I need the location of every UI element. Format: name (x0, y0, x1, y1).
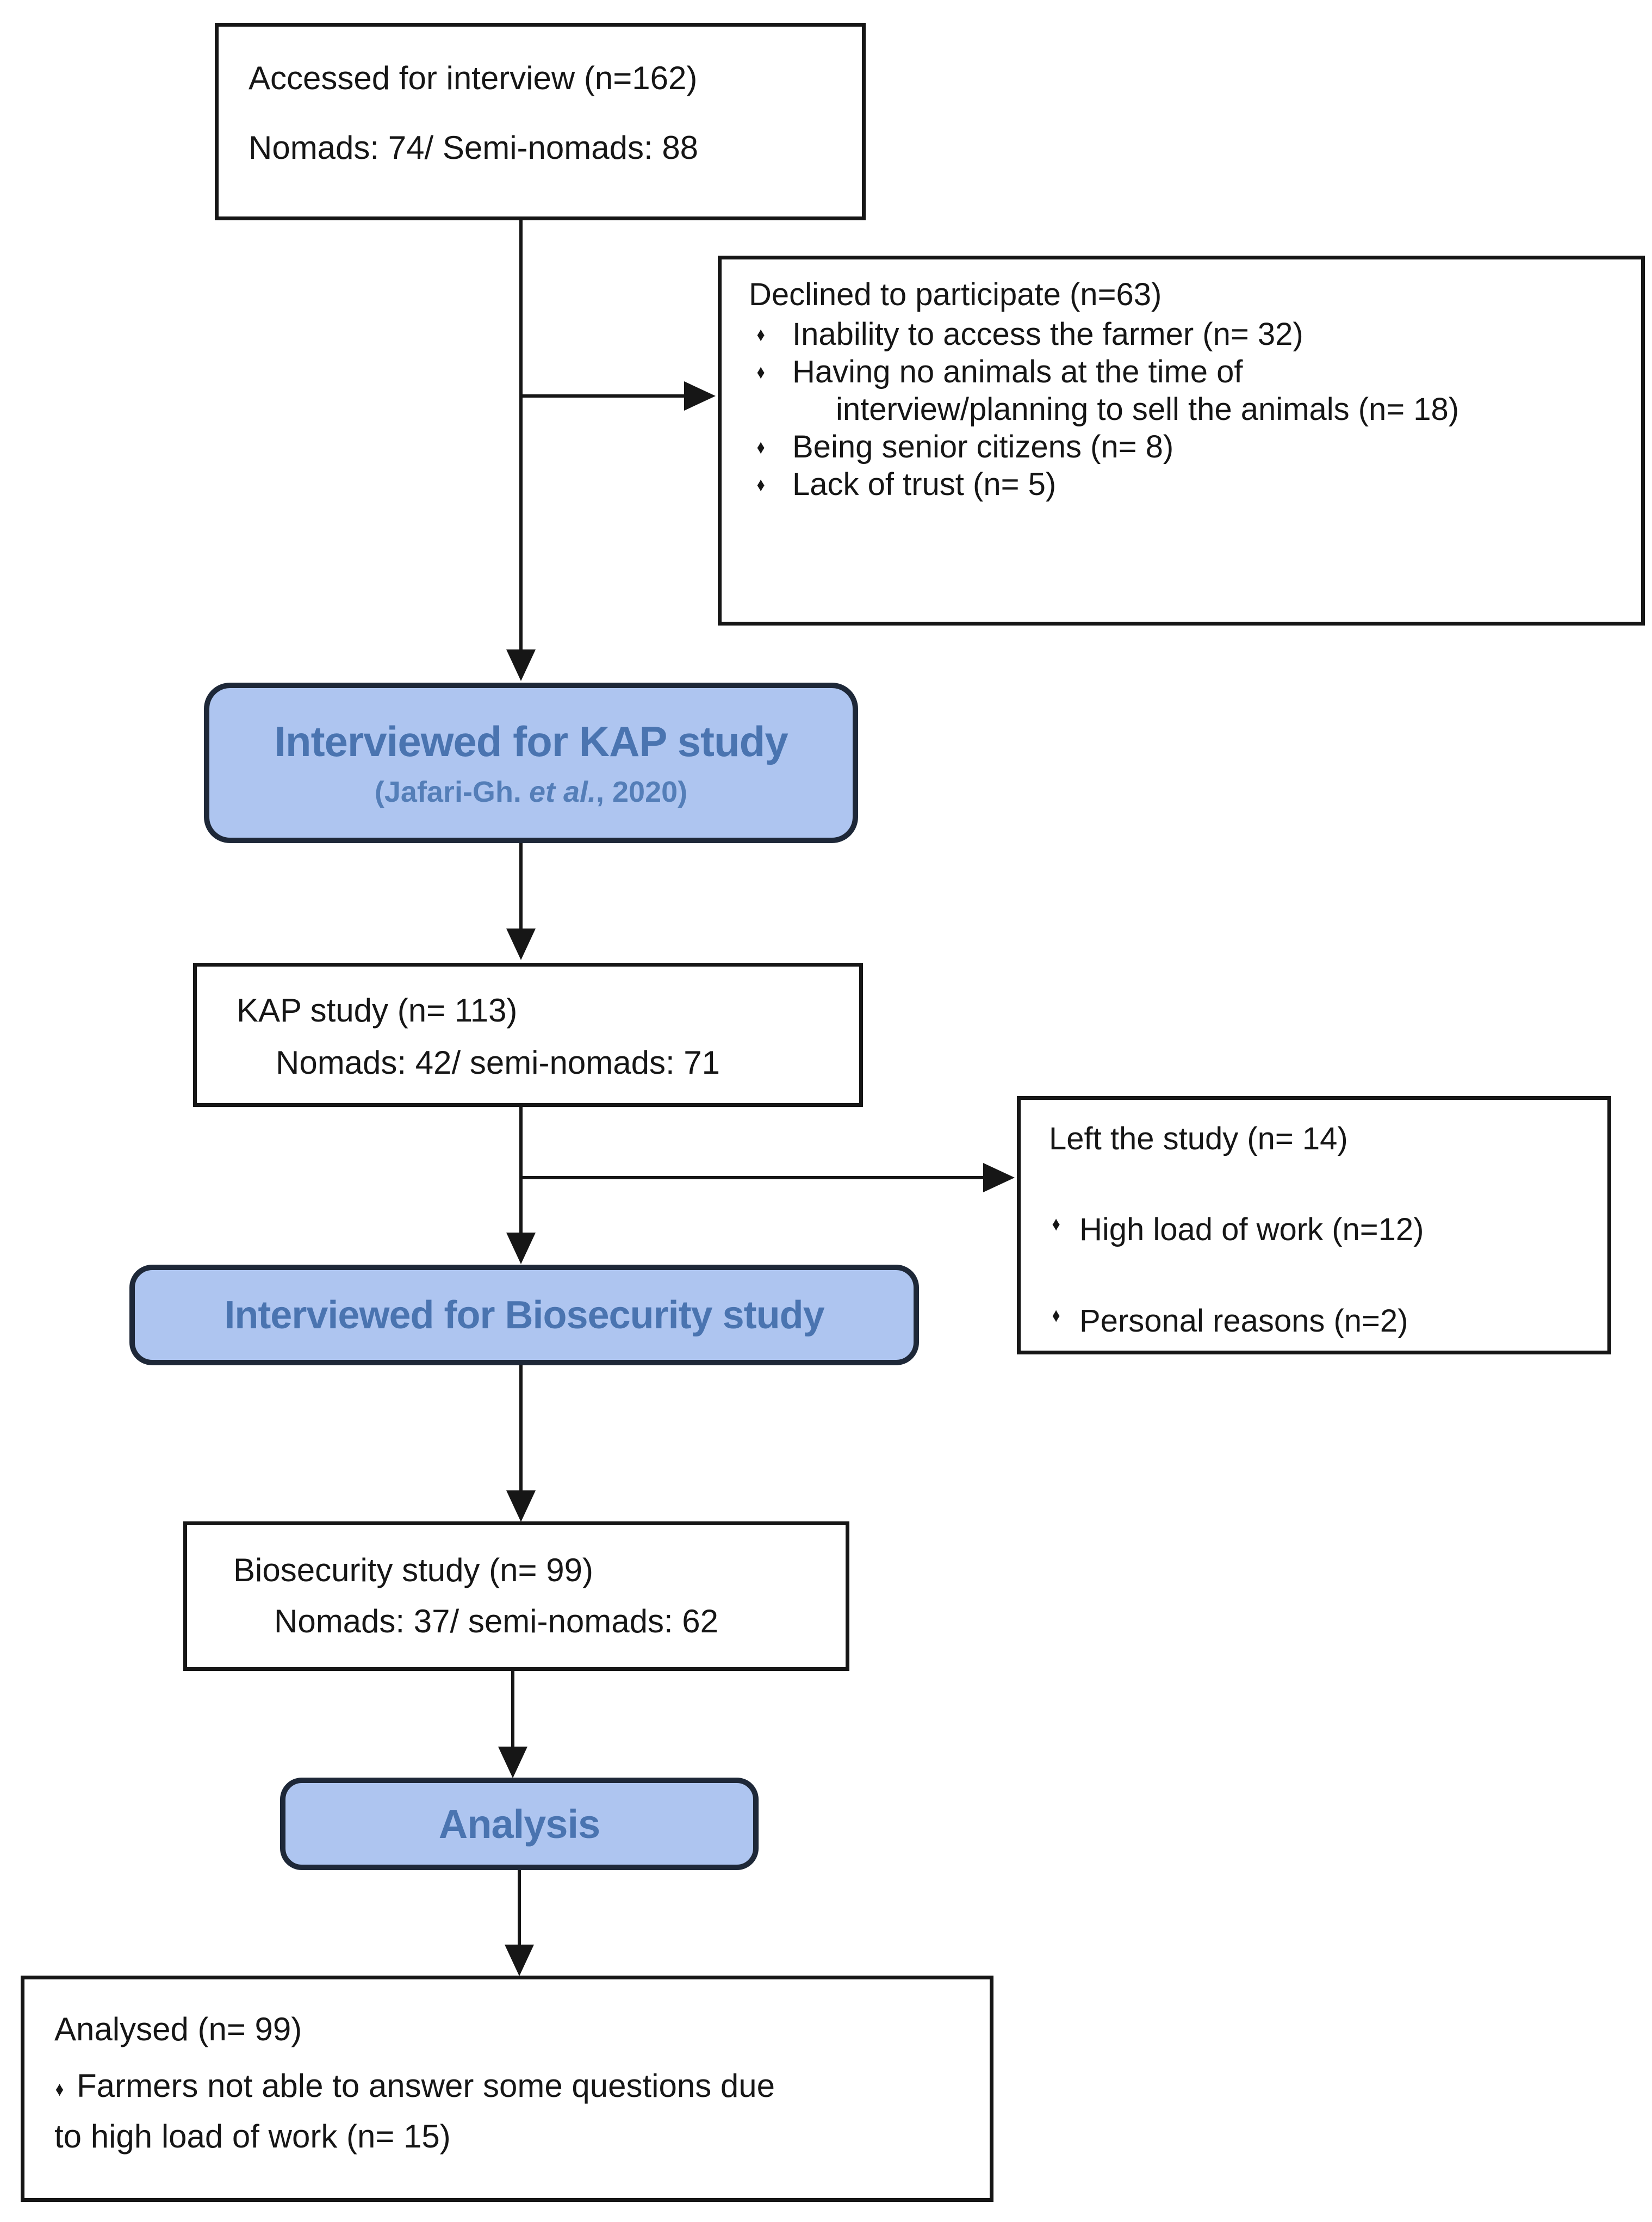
flow-node-kap-study: KAP study (n= 113) Nomads: 42/ semi-noma… (193, 963, 863, 1107)
list-item: ♦ Lack of trust (n= 5) (749, 466, 1626, 503)
diamond-bullet-icon: ♦ (756, 473, 765, 496)
diamond-bullet-icon: ♦ (756, 323, 765, 345)
node-title: Declined to participate (n=63) (749, 277, 1162, 312)
arrowhead-right-icon (983, 1163, 1015, 1192)
list-item-text: Being senior citizens (n= 8) (792, 429, 1174, 465)
flow-node-accessed: Accessed for interview (n=162) Nomads: 7… (215, 23, 866, 220)
diamond-bullet-icon: ♦ (1052, 1303, 1060, 1326)
node-title: Interviewed for Biosecurity study (224, 1293, 824, 1337)
list-item: ♦ High load of work (n=12) (1049, 1211, 1594, 1248)
diamond-bullet-icon: ♦ (1052, 1212, 1060, 1235)
list-item-text-continued: to high load of work (n= 15) (54, 2118, 451, 2155)
arrowhead-right-icon (684, 381, 716, 411)
flow-arrow-segment (511, 1671, 514, 1748)
diamond-bullet-icon: ♦ (756, 436, 765, 458)
citation-suffix: , 2020) (596, 776, 688, 808)
arrowhead-down-icon (506, 1490, 536, 1522)
list-item: ♦ Being senior citizens (n= 8) (749, 428, 1626, 466)
citation-et-al: et al. (529, 776, 596, 808)
list-item-text: Personal reasons (n=2) (1079, 1303, 1408, 1339)
node-title: Left the study (n= 14) (1049, 1121, 1348, 1156)
flow-arrow-segment (521, 1176, 984, 1179)
node-line: Nomads: 42/ semi-nomads: 71 (276, 1044, 721, 1081)
diamond-bullet-icon: ♦ (55, 2077, 64, 2100)
node-line: Nomads: 37/ semi-nomads: 62 (274, 1602, 719, 1639)
node-title: Analysed (n= 99) (54, 2011, 302, 2047)
arrowhead-down-icon (506, 1233, 536, 1264)
list-item-text: Inability to access the farmer (n= 32) (792, 317, 1303, 352)
flow-node-kap-interviewed: Interviewed for KAP study (Jafari-Gh.et … (204, 683, 858, 843)
arrowhead-down-icon (505, 1945, 534, 1976)
node-line: Accessed for interview (n=162) (249, 60, 698, 96)
list-item: ♦ Having no animals at the time of interv… (749, 353, 1626, 428)
flow-arrow-segment (519, 1365, 523, 1491)
list-item: ♦ Personal reasons (n=2) (1049, 1303, 1594, 1339)
node-line: KAP study (n= 113) (237, 992, 518, 1029)
diamond-bullet-icon: ♦ (756, 361, 765, 383)
citation-prefix: (Jafari-Gh. (374, 776, 521, 808)
list-item-text: Having no animals at the time of (792, 354, 1243, 389)
flow-node-left-study: Left the study (n= 14) ♦ High load of wor… (1017, 1096, 1611, 1354)
node-line: Nomads: 74/ Semi-nomads: 88 (249, 129, 699, 166)
list-item-text: High load of work (n=12) (1079, 1212, 1424, 1248)
flow-node-bio-study: Biosecurity study (n= 99) Nomads: 37/ se… (183, 1521, 849, 1671)
flow-arrow-segment (519, 1107, 523, 1234)
flow-node-analysed: Analysed (n= 99) ♦Farmers not able to an… (21, 1976, 993, 2202)
node-title: Interviewed for KAP study (274, 717, 788, 765)
arrowhead-down-icon (506, 929, 536, 960)
arrowhead-down-icon (506, 649, 536, 681)
list-item-text-continued: interview/planning to sell the animals (… (836, 392, 1460, 427)
list-item: ♦Farmers not able to answer some questio… (54, 2062, 960, 2161)
node-line: Biosecurity study (n= 99) (233, 1552, 593, 1588)
flow-arrow-segment (521, 394, 685, 398)
flow-arrow-segment (519, 220, 523, 650)
citation-text: (Jafari-Gh.et al., 2020) (375, 775, 687, 809)
node-title: Analysis (438, 1801, 600, 1847)
list-item: ♦ Inability to access the farmer (n= 32) (749, 315, 1626, 353)
list-item-text: Lack of trust (n= 5) (792, 467, 1057, 502)
flow-arrow-segment (519, 843, 523, 929)
list-item-text: ♦Farmers not able to answer some questio… (54, 2062, 960, 2113)
flow-node-bio-interviewed: Interviewed for Biosecurity study (129, 1265, 919, 1365)
flow-node-analysis: Analysis (280, 1778, 759, 1870)
flow-arrow-segment (518, 1870, 521, 1946)
arrowhead-down-icon (498, 1747, 527, 1778)
flow-node-declined: Declined to participate (n=63) ♦ Inabilit… (718, 256, 1645, 626)
